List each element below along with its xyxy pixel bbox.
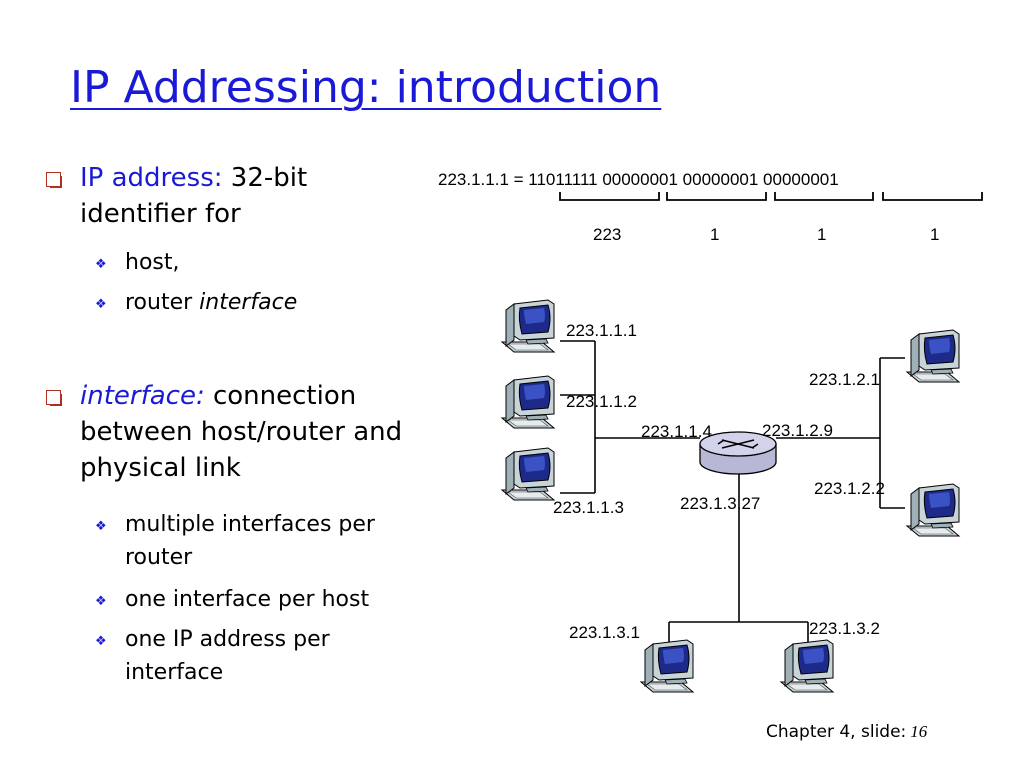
router-interface-label: 223.1.1.4 — [641, 422, 712, 441]
slide-title: IP Addressing: introduction — [70, 62, 662, 113]
ip-label: 223.1.3.1 — [569, 623, 640, 642]
diamond-bullet-icon: ❖ — [95, 594, 107, 609]
bullet-text: physical link — [80, 453, 241, 483]
router-interface-label: 223.1.3.27 — [680, 494, 761, 513]
byte-decimal: 223 — [593, 225, 622, 244]
sub-bullet-text: router — [125, 290, 193, 315]
binary-equation: 223.1.1.1 = 11011111 00000001 00000001 0… — [438, 170, 839, 189]
ip-label: 223.1.2.1 — [809, 370, 880, 389]
router-icon — [699, 431, 777, 475]
bullet-ip-address: IP address: 32-bit identifier for — [46, 160, 488, 232]
sub-bullet-text: one IP address per — [125, 627, 330, 652]
diamond-bullet-icon: ❖ — [95, 519, 107, 534]
byte-decimal: 1 — [930, 225, 940, 244]
byte-bracket — [666, 192, 767, 201]
sub-bullet: ❖ router interface — [95, 286, 455, 319]
ip-label: 223.1.1.2 — [566, 392, 637, 411]
bullet-text: between host/router and — [80, 417, 403, 447]
diamond-bullet-icon: ❖ — [95, 634, 107, 649]
desktop-computer-icon — [501, 447, 555, 501]
bullet-interface: interface: connection between host/route… — [46, 378, 488, 486]
byte-bracket — [559, 192, 660, 201]
sub-bullet-text: one interface per host — [125, 587, 370, 612]
router-interface-label: 223.1.2.9 — [762, 421, 833, 440]
byte-decimal: 1 — [817, 225, 827, 244]
footer-chapter: Chapter 4, slide: — [766, 722, 907, 742]
term-interface: interface: — [80, 381, 205, 411]
ip-label: 223.1.2.2 — [814, 479, 885, 498]
desktop-computer-icon — [501, 299, 555, 353]
sub-bullet-italic: interface — [199, 290, 298, 315]
byte-brackets — [559, 192, 983, 201]
sub-bullet: ❖ one interface per host — [95, 583, 455, 616]
sub-bullet: ❖ one IP address per interface — [95, 623, 455, 689]
square-bullet-icon — [46, 390, 62, 406]
diamond-bullet-icon: ❖ — [95, 297, 107, 312]
bullet-text: 32-bit — [230, 163, 308, 193]
byte-bracket — [882, 192, 983, 201]
byte-decimal: 1 — [710, 225, 720, 244]
sub-bullet-text: host, — [125, 250, 180, 275]
slide-footer: Chapter 4, slide:16 — [766, 722, 927, 742]
sub-bullet: ❖ multiple interfaces per router — [95, 508, 455, 574]
ip-label: 223.1.1.1 — [566, 321, 637, 340]
term-ip-address: IP address: — [80, 163, 223, 193]
sub-bullet-text: multiple interfaces per — [125, 512, 375, 537]
ip-label: 223.1.1.3 — [553, 498, 624, 517]
bullet-text: connection — [212, 381, 357, 411]
bullet-text: identifier for — [80, 199, 241, 229]
desktop-computer-icon — [906, 329, 960, 383]
byte-bracket — [774, 192, 874, 201]
desktop-computer-icon — [906, 483, 960, 537]
sub-bullet-text: router — [125, 545, 193, 570]
desktop-computer-icon — [501, 375, 555, 429]
slide-number: 16 — [910, 722, 928, 741]
network-links — [560, 340, 905, 646]
square-bullet-icon — [46, 172, 62, 188]
desktop-computer-icon — [640, 639, 694, 693]
diamond-bullet-icon: ❖ — [95, 257, 107, 272]
desktop-computer-icon — [780, 639, 834, 693]
sub-bullet: ❖ host, — [95, 246, 455, 279]
sub-bullet-text: interface — [125, 660, 224, 685]
ip-label: 223.1.3.2 — [809, 619, 880, 638]
